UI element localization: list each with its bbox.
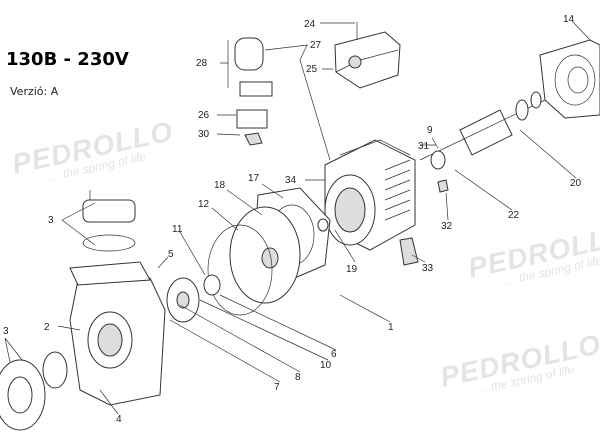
part-label-3: 3	[3, 326, 9, 337]
part-label-12: 12	[198, 199, 210, 210]
part-label-2: 2	[44, 322, 50, 333]
part-label-26: 26	[198, 110, 210, 121]
motor-foot	[399, 237, 419, 266]
part-label-4: 4	[116, 414, 122, 425]
motor-end-cover	[539, 39, 600, 119]
impeller-hub	[176, 291, 190, 309]
part-label-31: 31	[418, 141, 430, 152]
motor-body	[324, 139, 416, 251]
casing-cover	[203, 206, 301, 316]
part-label-5: 5	[168, 249, 174, 260]
part-label-30: 30	[198, 129, 210, 140]
part-label-7: 7	[274, 382, 280, 393]
part-label-17: 17	[248, 173, 260, 184]
outlet-flange	[0, 351, 68, 431]
part-label-6: 6	[331, 349, 337, 360]
part-label-18: 18	[214, 180, 226, 191]
rotor	[419, 91, 546, 193]
part-label-1: 1	[388, 322, 394, 333]
part-label-9: 9	[427, 125, 433, 136]
part-label-28: 28	[196, 58, 208, 69]
part-label-14: 14	[563, 14, 575, 25]
capacitor	[234, 37, 273, 146]
part-label-32: 32	[441, 221, 453, 232]
pump-body	[69, 190, 166, 406]
part-label-11: 11	[172, 224, 183, 235]
part-label-25: 25	[306, 64, 318, 75]
model-title: 130B - 230V	[6, 49, 129, 70]
version-label: Verzió: A	[10, 85, 59, 98]
part-label-8: 8	[295, 372, 301, 383]
part-label-33: 33	[422, 263, 434, 274]
part-label-10: 10	[320, 360, 332, 371]
terminal-box-cover	[334, 22, 401, 89]
part-label-19: 19	[346, 264, 358, 275]
part-label-24: 24	[304, 19, 316, 30]
part-label-22: 22	[508, 210, 520, 221]
part-label-27: 27	[310, 40, 322, 51]
leader-lines	[4, 21, 591, 415]
part-label-34: 34	[285, 175, 297, 186]
part-label-20: 20	[570, 178, 582, 189]
part-label-3: 3	[48, 215, 54, 226]
